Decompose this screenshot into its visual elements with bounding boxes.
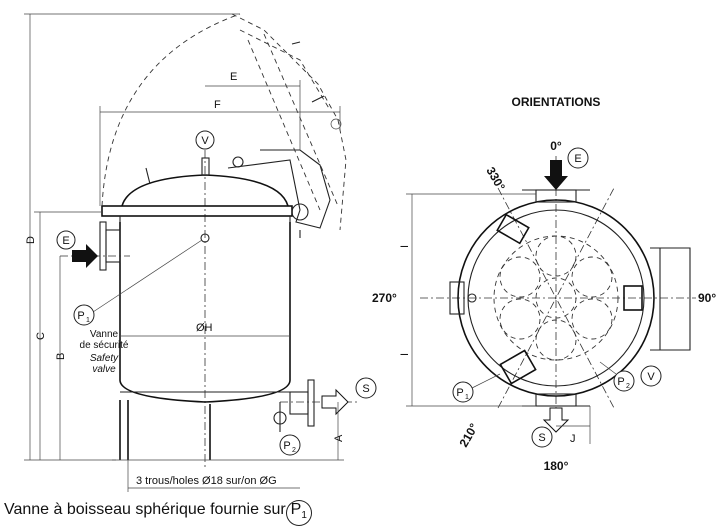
valve-en-2: valve <box>92 364 116 375</box>
deg-210-label: 210° <box>456 421 481 450</box>
inlet-nozzle <box>105 229 121 263</box>
fitting-270-bolt <box>467 293 477 303</box>
caption-p1-marker: P1 <box>285 500 312 526</box>
vent-marker <box>195 130 215 150</box>
dim-H-label: ØH <box>196 322 213 334</box>
fitting-270 <box>449 281 465 315</box>
drain-valve <box>273 411 287 425</box>
dim-I-label-bottom: I <box>399 353 411 356</box>
holes-label: 3 trous/holes Ø18 sur/on ØG <box>136 475 277 487</box>
hinge-bolt <box>232 156 244 168</box>
p1-marker-plan-sub: 1 <box>465 394 469 401</box>
p1-marker-letter: P <box>77 310 84 322</box>
gauge-port <box>200 233 210 243</box>
dim-I-label-top: I <box>399 245 411 248</box>
p2-marker-plan-letter: P <box>617 376 624 388</box>
p1-marker-plan-letter: P <box>456 387 463 399</box>
dim-E-label: E <box>230 71 237 83</box>
p1-marker-sub: 1 <box>86 317 90 324</box>
deg-0-label: 0° <box>550 139 562 153</box>
side-elevation: D C B A E F ØH 3 trous/holes Ø18 sur/on … <box>24 13 377 492</box>
deg-270-label: 270° <box>372 291 397 305</box>
bag-center <box>535 277 577 319</box>
valve-fr-2: de sécurité <box>80 340 129 351</box>
outlet-flange <box>307 379 315 427</box>
bag-1 <box>535 235 577 277</box>
inlet-marker <box>56 230 76 250</box>
bag-3 <box>571 298 613 340</box>
bag-5 <box>499 298 541 340</box>
outlet-nozzle <box>289 391 309 415</box>
caption-p1-sub: 1 <box>301 510 307 521</box>
cover-handle-left <box>145 167 151 185</box>
clamp-90 <box>623 285 643 311</box>
caption-p1-letter: P <box>290 501 302 518</box>
dim-C-label: C <box>35 332 47 340</box>
outlet-marker-plan <box>531 426 553 448</box>
dim-F-label: F <box>214 99 221 111</box>
vent-marker-label: V <box>201 135 209 147</box>
outlet-marker-label: S <box>362 383 369 395</box>
inlet-marker-plan <box>567 147 589 169</box>
dim-J-label: J <box>570 433 576 445</box>
dim-A-label: A <box>333 434 345 442</box>
p1-leader <box>92 239 203 313</box>
bag-4 <box>535 319 577 361</box>
bag-6 <box>499 256 541 298</box>
valve-en-1: Safety <box>90 353 119 364</box>
swing-arc <box>101 13 241 207</box>
p1-marker <box>73 304 95 326</box>
vent-marker-plan-label: V <box>647 371 655 383</box>
orientations-view: ORIENTATIONS 0° 90° 180° 270° 330° 210° <box>372 95 716 473</box>
open-cover-vent <box>311 95 325 103</box>
open-cover-handle <box>291 41 301 45</box>
deg-330-label: 330° <box>483 165 508 194</box>
p1-marker-plan <box>452 381 474 403</box>
clamp-210 <box>499 349 537 385</box>
vent-nozzle <box>201 157 210 176</box>
orientations-title: ORIENTATIONS <box>512 95 601 109</box>
p1-plan-leader <box>471 373 501 389</box>
inlet-marker-label: E <box>62 235 69 247</box>
bag-2 <box>571 256 613 298</box>
hinge-arm <box>650 247 691 351</box>
vessel-body <box>119 222 291 403</box>
deg-180-label: 180° <box>544 459 569 473</box>
dim-D-label: D <box>25 236 37 244</box>
clamp-330 <box>496 213 530 245</box>
axis-210 <box>497 187 615 409</box>
hinge-bracket <box>227 149 331 229</box>
caption-text: Vanne à boisseau sphérique fournie sur <box>4 501 286 518</box>
valve-fr-1: Vanne <box>90 329 119 340</box>
top-flange <box>101 205 293 217</box>
inlet-marker-plan-label: E <box>574 153 581 165</box>
open-cover-axis <box>247 39 321 211</box>
vent-marker-plan <box>640 365 662 387</box>
open-cover-inner <box>239 29 331 111</box>
open-cover-axis-2 <box>263 33 339 207</box>
outlet-arrow <box>321 388 349 416</box>
inlet-flange <box>99 221 107 271</box>
open-cover-outline <box>231 13 347 231</box>
p2-marker-plan-sub: 2 <box>626 383 630 390</box>
open-cover-bolt <box>330 118 342 130</box>
inlet-arrow-plan <box>544 160 568 190</box>
p2-plan-leader <box>599 361 617 375</box>
outlet-marker-plan-label: S <box>538 432 545 444</box>
p2-marker-letter: P <box>283 440 290 452</box>
vessel-outer-circle <box>457 199 655 397</box>
dim-B-label: B <box>55 353 67 360</box>
outlet-marker <box>355 377 377 399</box>
deg-90-label: 90° <box>698 291 716 305</box>
p2-marker-sub: 2 <box>292 447 296 454</box>
p2-marker <box>279 434 301 456</box>
hinge-pin <box>291 203 309 221</box>
inlet-arrow <box>72 244 98 268</box>
p2-marker-plan <box>613 370 635 392</box>
